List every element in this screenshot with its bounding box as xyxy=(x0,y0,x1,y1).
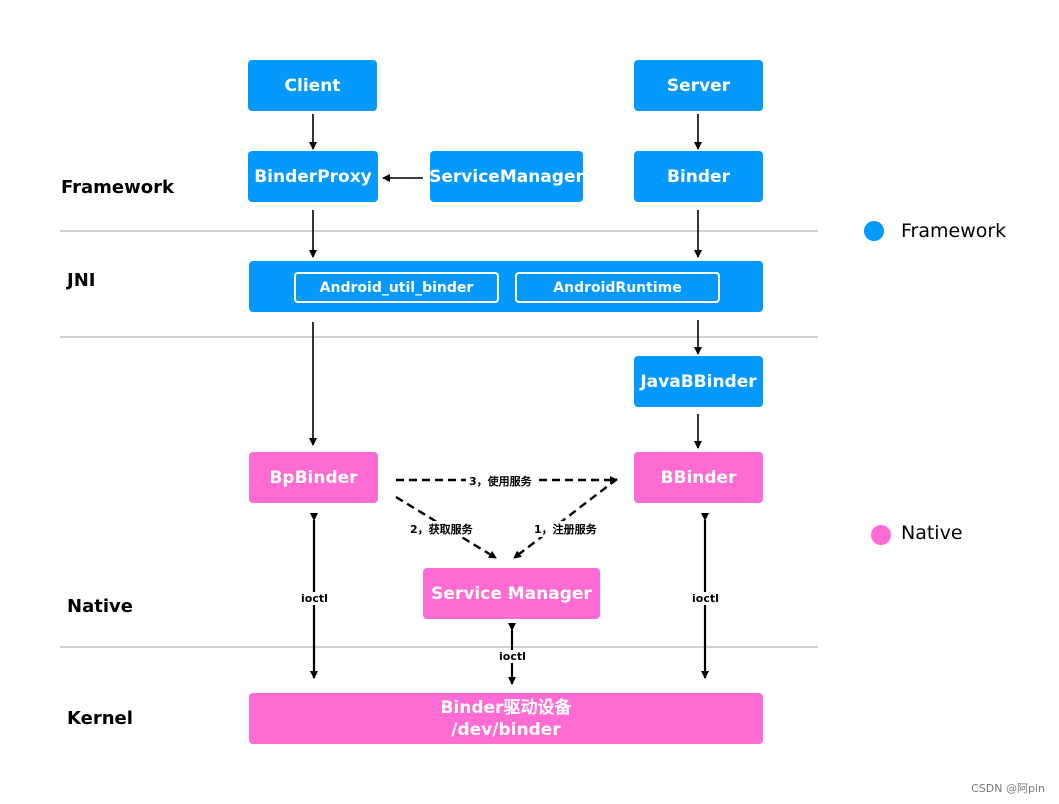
layer-label-native: Native xyxy=(67,596,133,617)
edge-label-get-service: 2，获取服务 xyxy=(407,521,476,537)
client-node: Client xyxy=(248,60,377,111)
binder-node: Binder xyxy=(634,151,763,202)
binder-driver-node: Binder驱动设备 /dev/binder xyxy=(249,693,763,744)
separator-jni-native xyxy=(60,336,818,338)
bbinder-node: BBinder xyxy=(634,452,763,503)
layer-label-kernel: Kernel xyxy=(67,708,133,729)
legend-native-dot xyxy=(871,525,891,545)
legend-framework-dot xyxy=(864,221,884,241)
legend-framework-label: Framework xyxy=(901,220,1007,242)
binder-proxy-node: BinderProxy xyxy=(248,151,378,202)
edge-label-ioctl-left: ioctl xyxy=(298,592,331,605)
service-manager-native-node: Service Manager xyxy=(423,568,600,619)
binder-driver-title: Binder驱动设备 xyxy=(440,697,572,718)
service-manager-java-node: ServiceManager xyxy=(429,151,584,202)
edge-label-ioctl-center: ioctl xyxy=(496,650,529,663)
separator-native-kernel xyxy=(60,646,818,648)
java-bbinder-node: JavaBBinder xyxy=(634,356,763,407)
binder-driver-path: /dev/binder xyxy=(451,719,561,740)
edge-label-use-service: 3，使用服务 xyxy=(466,473,535,489)
watermark: CSDN @阿pin xyxy=(971,782,1045,795)
separator-framework-jni xyxy=(60,230,818,232)
server-node: Server xyxy=(634,60,763,111)
legend-native-label: Native xyxy=(901,522,963,544)
layer-label-framework: Framework xyxy=(61,177,174,198)
layer-label-jni: JNI xyxy=(67,270,96,291)
android-runtime-node: AndroidRuntime xyxy=(515,272,720,303)
android-util-binder-node: Android_util_binder xyxy=(294,272,499,303)
edge-label-register-service: 1，注册服务 xyxy=(531,521,600,537)
bp-binder-node: BpBinder xyxy=(249,452,378,503)
jni-container xyxy=(249,261,763,312)
edge-label-ioctl-right: ioctl xyxy=(689,592,722,605)
